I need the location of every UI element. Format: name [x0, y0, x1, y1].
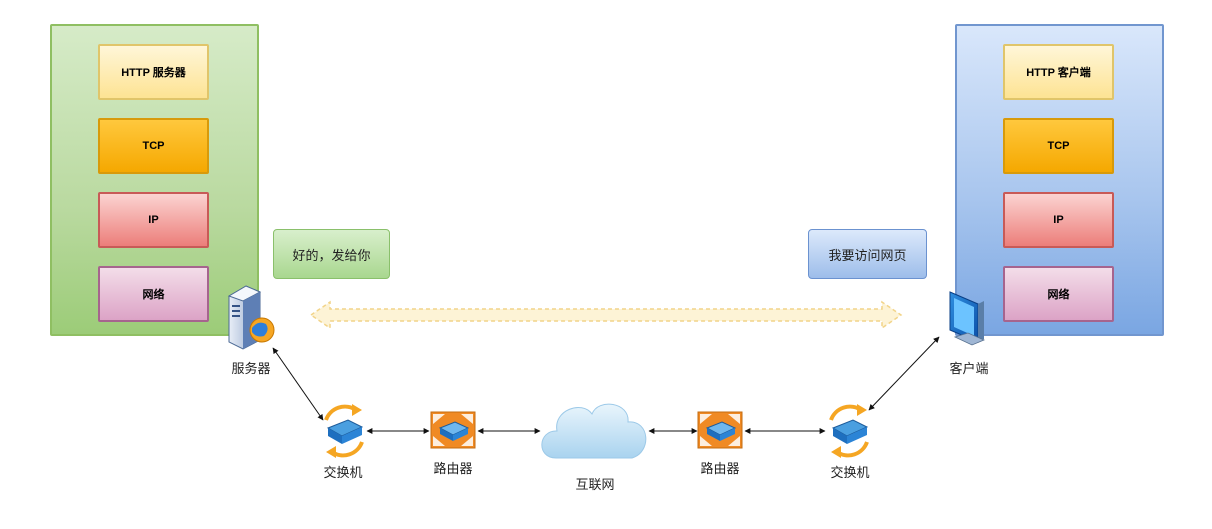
client-tcp-layer: TCP	[1003, 118, 1114, 174]
server-reply-bubble: 好的，发给你	[273, 229, 390, 279]
client-http-layer: HTTP 客户端	[1003, 44, 1114, 100]
server-http-layer: HTTP 服务器	[98, 44, 209, 100]
client-ip-layer: IP	[1003, 192, 1114, 248]
router-right-icon	[697, 411, 743, 449]
client-protocol-stack: HTTP 客户端 TCP IP 网络	[955, 24, 1164, 336]
server-network-layer: 网络	[98, 266, 209, 322]
server-icon	[227, 285, 275, 350]
server-label: 服务器	[231, 362, 271, 377]
switch-left-icon	[324, 404, 364, 458]
server-ip-layer: IP	[98, 192, 209, 248]
internet-label: 互联网	[575, 478, 615, 493]
router-right-label: 路由器	[700, 462, 740, 477]
switch-right-icon	[829, 404, 869, 458]
client-monitor-icon	[949, 291, 986, 346]
client-network-layer: 网络	[1003, 266, 1114, 322]
router-left-label: 路由器	[433, 462, 473, 477]
client-request-bubble: 我要访问网页	[808, 229, 927, 279]
client-label: 客户端	[949, 362, 989, 377]
server-protocol-stack: HTTP 服务器 TCP IP 网络	[50, 24, 259, 336]
message-flow-arrow	[309, 300, 903, 330]
switch-left-label: 交换机	[323, 466, 363, 481]
switch-right-label: 交换机	[830, 466, 870, 481]
cloud-icon	[541, 403, 647, 459]
router-left-icon	[430, 411, 476, 449]
connection-lines	[272, 336, 940, 434]
server-tcp-layer: TCP	[98, 118, 209, 174]
